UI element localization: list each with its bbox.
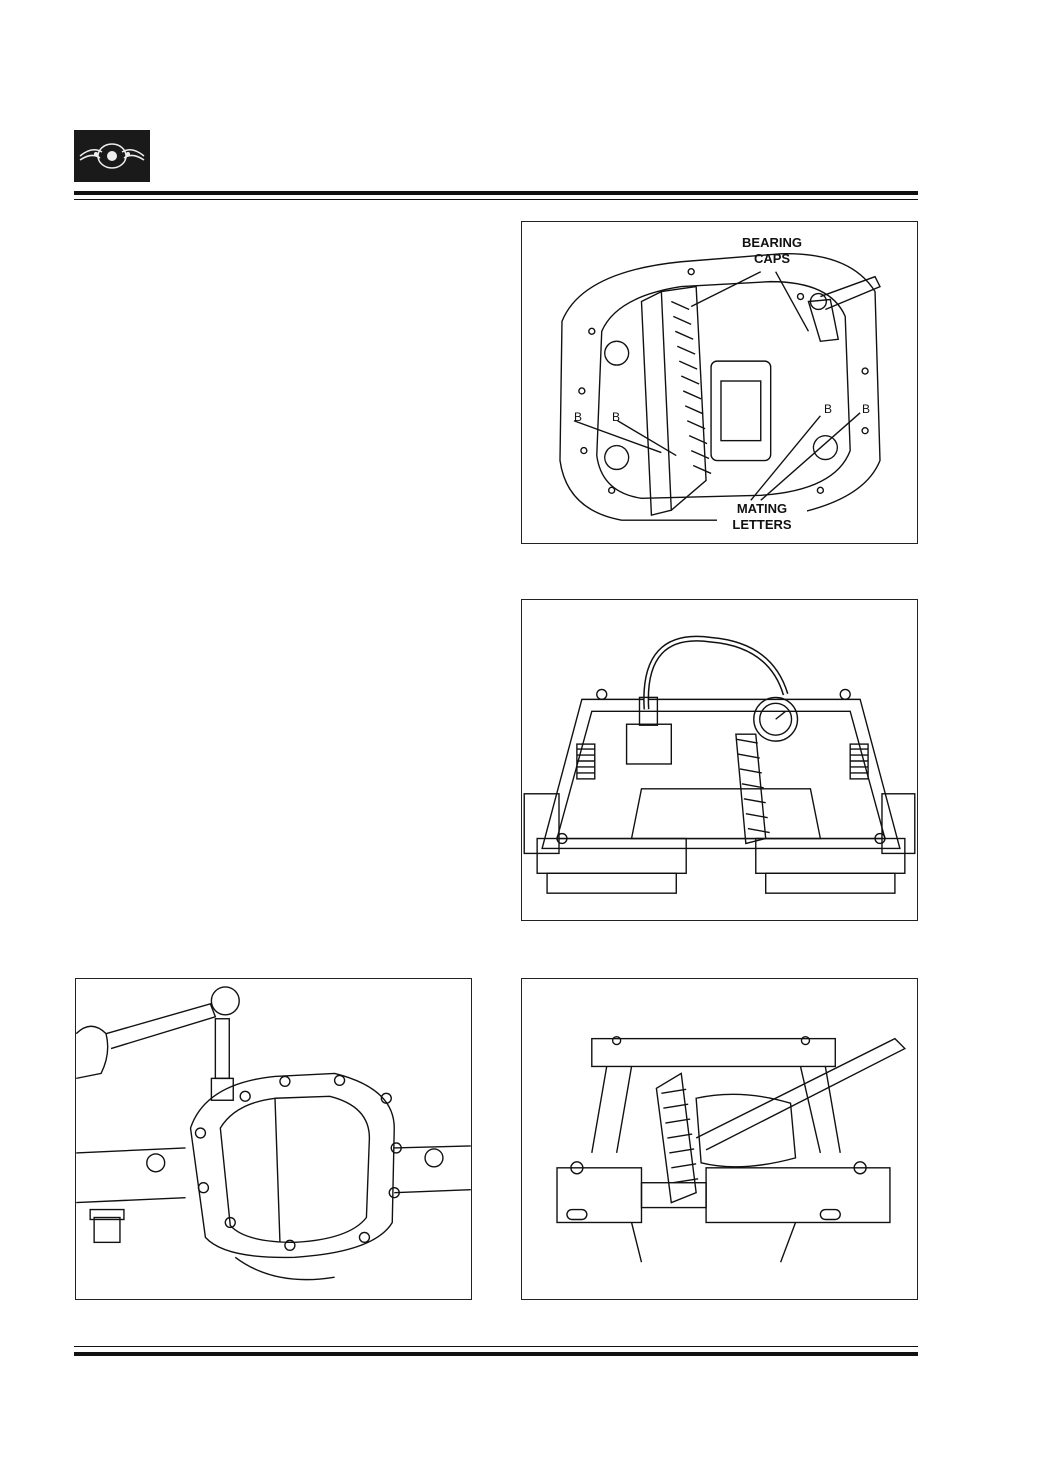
- footer-rule-thick: [74, 1352, 918, 1356]
- mating-letter-b-1: B: [574, 410, 583, 424]
- figure-spreader-bar: [521, 978, 918, 1300]
- mating-letters-line1: MATING: [736, 501, 788, 516]
- mating-letter-b-4: B: [862, 402, 871, 416]
- figure-cover-removal: [75, 978, 472, 1300]
- ratchet-on-axle-cover-icon: [76, 986, 471, 1281]
- header-rule-thick: [74, 191, 918, 195]
- mating-letter-b-2: B: [612, 410, 621, 424]
- spreader-bar-on-differential-icon: [556, 1035, 907, 1263]
- manufacturer-logo: [74, 130, 150, 182]
- mating-letter-b-3: B: [824, 402, 833, 416]
- header-rule-thin: [74, 199, 918, 200]
- dial-indicator-on-differential-icon: [523, 635, 916, 894]
- mating-letters-line2: LETTERS: [732, 517, 792, 532]
- differential-bearing-caps-illustration: [559, 253, 881, 521]
- figure-dial-indicator: [521, 599, 918, 921]
- figure-bearing-caps: BEARING CAPS MATING LETTERS B B B B: [521, 221, 918, 544]
- footer-rule-thin: [74, 1346, 918, 1347]
- bearing-caps-line2: CAPS: [753, 251, 791, 266]
- bearing-caps-line1: BEARING: [742, 235, 802, 250]
- winged-wheel-emblem-icon: [79, 143, 145, 169]
- mating-letters-callout: MATING LETTERS: [717, 501, 807, 533]
- bearing-caps-callout: BEARING CAPS: [727, 235, 817, 267]
